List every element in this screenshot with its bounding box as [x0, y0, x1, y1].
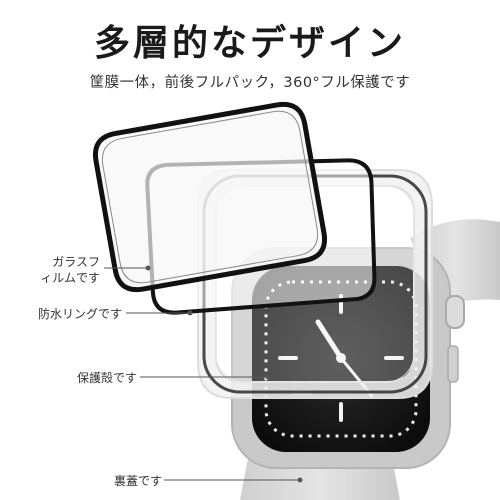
page-title: 多層的なデザイン — [93, 23, 406, 64]
glass-film-label-line1: ガラスフ — [52, 255, 100, 269]
waterproof-ring-label: 防水リングです — [37, 307, 122, 321]
leader-lines — [104, 265, 303, 483]
glass-film-back — [92, 101, 328, 293]
back-cover-label: 裏蓋です — [113, 474, 162, 488]
protective-case-label: 保護殻です — [76, 371, 137, 385]
digital-crown — [445, 295, 465, 329]
glass-film-label: ガラスフ ィルムです — [22, 255, 100, 286]
page-subtitle: 筐膜一体，前後フルパック，360°フル保護です — [89, 75, 411, 91]
glass-film-label-line2: ィルムです — [40, 270, 100, 285]
side-button — [447, 345, 459, 383]
